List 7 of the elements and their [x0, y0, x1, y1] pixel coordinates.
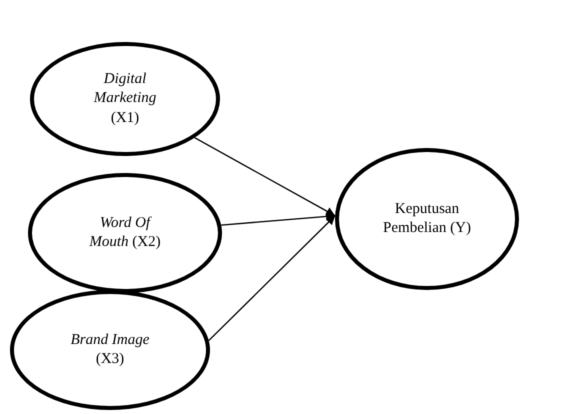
arrow: [194, 137, 336, 216]
node-label: Word Of Mouth (X2): [88, 214, 162, 252]
node-label: Digital Marketing (X1): [92, 70, 158, 128]
node-label: Brand Image (X3): [70, 330, 150, 369]
arrow: [221, 212, 336, 226]
node-label: Keputusan Pembelian (Y): [382, 200, 472, 238]
arrow: [208, 215, 336, 342]
